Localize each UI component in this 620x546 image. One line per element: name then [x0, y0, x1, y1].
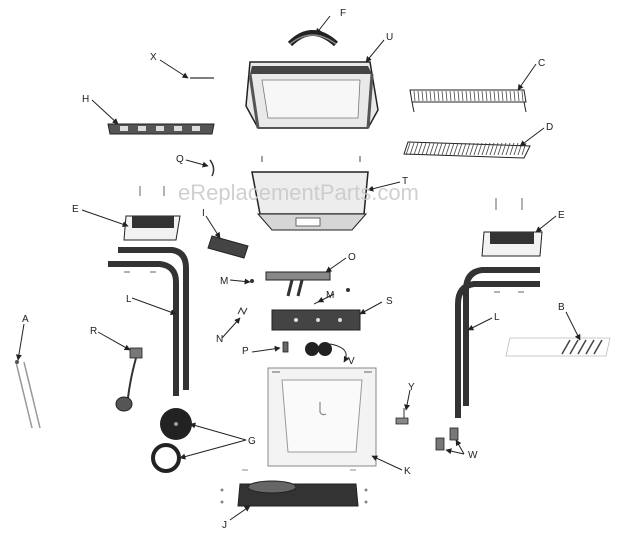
- part-clip: [209, 159, 215, 177]
- part-knobs: [305, 342, 350, 363]
- label-c: C: [538, 58, 545, 69]
- part-regulator-hose: [115, 347, 143, 412]
- part-door: [267, 367, 377, 467]
- label-q: Q: [176, 154, 184, 165]
- label-s: S: [386, 296, 393, 307]
- label-m-left: M: [220, 276, 228, 287]
- part-lid: [245, 61, 379, 129]
- part-side-tray-left: [123, 186, 181, 241]
- leader-lines: [15, 15, 581, 521]
- watermark: eReplacementParts.com: [178, 180, 419, 205]
- part-firebox: [251, 156, 369, 231]
- label-v: V: [348, 356, 355, 367]
- part-leg-left: [108, 247, 189, 396]
- label-e-left: E: [72, 204, 79, 215]
- part-labels: F X U C H D Q T E E I O M M L L S B A R …: [22, 8, 565, 531]
- label-j: J: [222, 520, 227, 531]
- part-side-tray-right: [481, 198, 543, 257]
- label-e-right: E: [558, 210, 565, 221]
- label-b: B: [558, 302, 565, 313]
- label-t: T: [402, 176, 408, 187]
- part-small-plate: [207, 235, 249, 259]
- part-hardware: [505, 337, 611, 357]
- label-r: R: [90, 326, 97, 337]
- part-base: [220, 469, 368, 507]
- label-u: U: [386, 32, 393, 43]
- label-i: I: [202, 208, 205, 219]
- part-casters: [435, 427, 459, 451]
- label-p: P: [242, 346, 249, 357]
- part-control-panel: [271, 309, 361, 331]
- part-side-bar: [107, 123, 215, 135]
- label-g: G: [248, 436, 256, 447]
- label-d: D: [546, 122, 553, 133]
- label-k: K: [404, 466, 411, 477]
- label-x: X: [150, 52, 157, 63]
- label-y: Y: [408, 382, 415, 393]
- part-leg-right: [455, 267, 540, 418]
- part-igniter: [282, 341, 289, 353]
- label-n: N: [216, 334, 223, 345]
- label-l-right: L: [494, 312, 500, 323]
- label-m-right: M: [326, 290, 334, 301]
- label-h: H: [82, 94, 89, 105]
- label-a: A: [22, 314, 29, 325]
- part-axle-rods: [15, 360, 41, 429]
- part-spring-clip: [237, 306, 248, 316]
- label-o: O: [348, 252, 356, 263]
- label-w: W: [468, 450, 478, 461]
- part-warming-rack: [409, 89, 527, 113]
- label-l-left: L: [126, 294, 132, 305]
- label-f: F: [340, 8, 346, 19]
- part-screw-left: [250, 279, 254, 283]
- part-wheels: [151, 408, 192, 473]
- part-cooking-grate: [403, 141, 531, 159]
- part-burner: [265, 271, 331, 297]
- part-lid-handle: [287, 30, 339, 47]
- part-bracket: [395, 408, 409, 425]
